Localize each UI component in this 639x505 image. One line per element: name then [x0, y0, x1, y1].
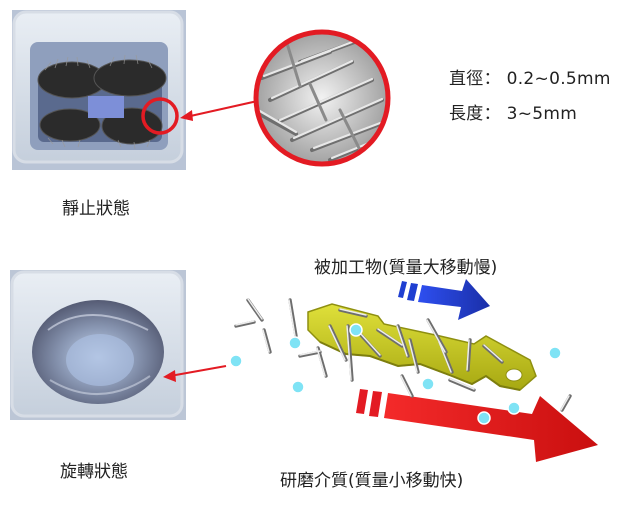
fluid-bubbles [229, 323, 562, 425]
media-needles [234, 298, 572, 412]
highlight-ring [141, 97, 179, 135]
rotating-state-label: 旋轉狀態 [60, 462, 128, 482]
media-label: 研磨介質(質量小移動快) [280, 471, 464, 491]
rotating-state-photo [10, 270, 186, 420]
media-zoom-circle [253, 29, 391, 167]
media-motion-arrow [356, 389, 598, 462]
zoom-connector-arrow [180, 99, 263, 121]
workpiece-motion-arrow [398, 279, 490, 320]
workpiece-shape [307, 303, 537, 391]
static-state-photo [12, 10, 186, 170]
process-connector-arrow [163, 365, 227, 382]
workpiece-label: 被加工物(質量大移動慢) [314, 258, 498, 278]
static-state-label: 靜止狀態 [62, 199, 130, 219]
spec-length: 長度： 3~5mm [449, 104, 578, 124]
spec-diameter: 直徑： 0.2~0.5mm [449, 69, 611, 89]
